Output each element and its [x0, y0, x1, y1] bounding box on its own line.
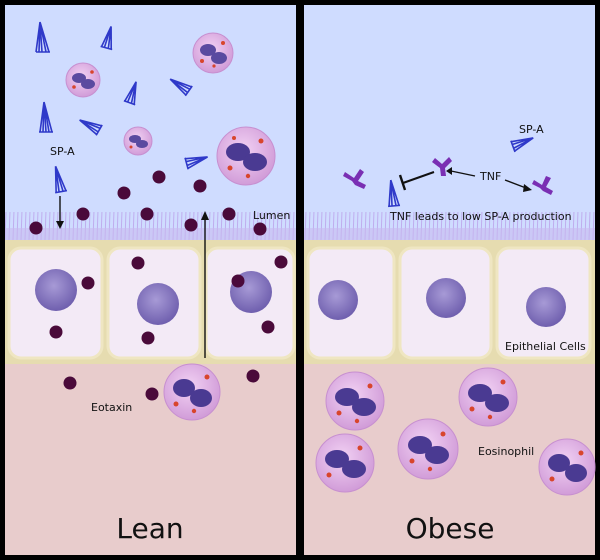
eotaxin-dot: [29, 221, 43, 235]
eosinophil-cell: [216, 126, 276, 186]
lean-nucleus: [137, 283, 179, 325]
tnf-molecule: [532, 176, 553, 195]
eotaxin-dot: [117, 186, 131, 200]
eosinophils: [65, 32, 596, 496]
eotaxin-dot: [140, 207, 154, 221]
eosinophil-cell: [65, 62, 101, 98]
sp-a-molecule: [35, 21, 50, 53]
tnf-molecule: [343, 169, 366, 189]
lean-nucleus: [35, 269, 77, 311]
eotaxin-dot: [81, 276, 95, 290]
lean-panel: [5, 5, 296, 555]
tnf-label: TNF: [479, 170, 501, 183]
eosinophil-cell: [192, 32, 234, 74]
sp-a-molecule: [39, 101, 53, 133]
eotaxin-label: Eotaxin: [91, 401, 132, 414]
eotaxin-dot: [49, 325, 63, 339]
lean-title: Lean: [116, 512, 183, 545]
labels: SP-A Lumen Eotaxin SP-A TNF TNF leads to…: [50, 123, 586, 545]
obese-nucleus: [318, 280, 358, 320]
obese-nucleus: [426, 278, 466, 318]
tnf-arrow-right: [504, 179, 527, 189]
tnf-note: TNF leads to low SP-A production: [389, 210, 572, 223]
eotaxin-dot: [131, 256, 145, 270]
obese-title: Obese: [406, 512, 495, 545]
eosinophil-cell: [315, 433, 375, 493]
sp-a-molecule: [123, 81, 137, 106]
tnf-molecules: [343, 157, 553, 195]
tnf-inhibition-bar: [398, 174, 407, 191]
eosinophil-cell: [163, 363, 221, 421]
eotaxin-dot: [231, 274, 245, 288]
sp-a-molecule: [387, 179, 401, 208]
tnf-inhibition-line: [402, 171, 435, 184]
sp-a-label-left: SP-A: [50, 145, 75, 158]
eotaxin-dot: [246, 369, 260, 383]
sp-a-label-right: SP-A: [519, 123, 544, 136]
lumen-label: Lumen: [253, 209, 290, 222]
eotaxin-dot: [274, 255, 288, 269]
tnf-arrow-left: [450, 170, 476, 177]
sp-a-molecule: [184, 156, 208, 170]
sp-a-molecule: [79, 119, 103, 136]
eotaxin-dot: [222, 207, 236, 221]
eosinophil-cell: [123, 126, 153, 156]
eotaxin-dot: [63, 376, 77, 390]
eosinophil-cell: [397, 418, 459, 480]
arrows: [56, 167, 532, 358]
sp-a-molecule: [169, 78, 193, 97]
tnf-molecule: [432, 157, 452, 176]
eotaxin-dot: [184, 218, 198, 232]
eotaxin-dot: [145, 387, 159, 401]
eotaxin-molecules: [29, 170, 288, 401]
obese-nucleus: [526, 287, 566, 327]
sp-a-molecule: [54, 165, 68, 194]
sp-a-molecule: [100, 26, 113, 51]
sp-a-molecules: [35, 21, 534, 208]
eosinophil-label: Eosinophil: [478, 445, 534, 458]
eotaxin-dot: [261, 320, 275, 334]
epithelial-cells-label: Epithelial Cells: [505, 340, 586, 353]
eosinophil-cell: [458, 367, 518, 427]
eotaxin-dot: [253, 222, 267, 236]
eosinophil-cell: [538, 438, 596, 496]
eotaxin-dot: [152, 170, 166, 184]
eotaxin-dot: [76, 207, 90, 221]
eosinophil-cell: [325, 371, 385, 431]
eotaxin-dot: [193, 179, 207, 193]
eotaxin-dot: [141, 331, 155, 345]
sp-a-molecule: [510, 137, 534, 153]
